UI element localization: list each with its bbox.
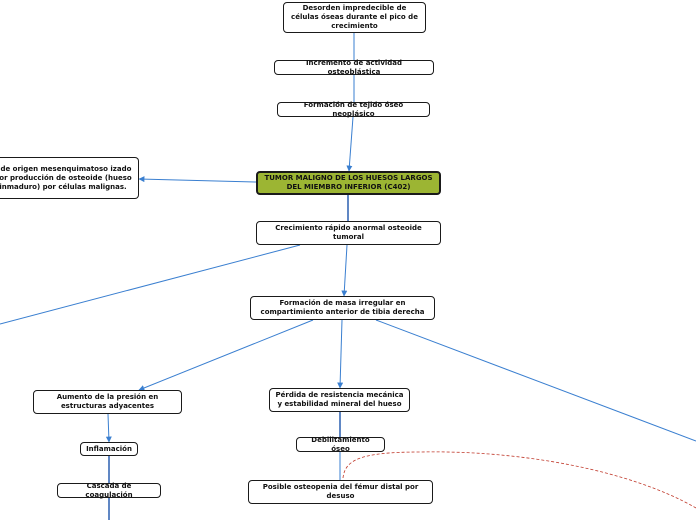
node-label: TUMOR MALIGNO DE LOS HUESOS LARGOS DEL M… bbox=[264, 174, 433, 191]
node-osteoblastic-activity[interactable]: Incremento de actividad osteoblástica bbox=[274, 58, 434, 76]
connector-n6-n7 bbox=[105, 413, 112, 443]
connector-n5-n9 bbox=[337, 319, 344, 389]
node-mechanical-loss[interactable]: Pérdida de resistencia mecánica y estabi… bbox=[269, 388, 410, 412]
node-label: Inflamación bbox=[86, 444, 132, 453]
node-coagulation[interactable]: Cascada de coagulación bbox=[57, 481, 161, 499]
connector-n5-n6 bbox=[138, 319, 314, 391]
node-label: Aumento de la presión en estructuras ady… bbox=[56, 393, 159, 410]
node-osteopenia[interactable]: Posible osteopenia del fémur distal por … bbox=[248, 480, 433, 504]
node-central-tumor[interactable]: TUMOR MALIGNO DE LOS HUESOS LARGOS DEL M… bbox=[256, 171, 441, 195]
node-irregular-mass[interactable]: Formación de masa irregular en compartim… bbox=[250, 296, 435, 320]
node-neoplastic-tissue[interactable]: Formación de tejido óseo neoplásico bbox=[277, 100, 430, 118]
node-label: Posible osteopenia del fémur distal por … bbox=[262, 483, 419, 500]
node-definition[interactable]: r de origen mesenquimatoso izado por pro… bbox=[0, 157, 139, 199]
connector-n3-central bbox=[346, 116, 354, 172]
node-label: Formación de masa irregular en compartim… bbox=[260, 299, 425, 316]
connector-central-def bbox=[138, 176, 257, 183]
node-label: Desorden impredecible de células óseas d… bbox=[291, 4, 418, 30]
node-bone-weakening[interactable]: Debilitamiento óseo bbox=[296, 435, 385, 453]
node-bone-cell-disorder[interactable]: Desorden impredecible de células óseas d… bbox=[283, 2, 426, 33]
node-label: Crecimiento rápido anormal osteoide tumo… bbox=[275, 224, 422, 241]
dashed-connector-n10-right bbox=[342, 451, 696, 509]
node-label: r de origen mesenquimatoso izado por pro… bbox=[0, 164, 132, 191]
connector-n4-left-offpage bbox=[0, 244, 301, 325]
connector-n5-right-offpage bbox=[375, 319, 696, 442]
node-label: Pérdida de resistencia mecánica y estabi… bbox=[275, 391, 404, 408]
node-inflammation[interactable]: Inflamación bbox=[80, 442, 138, 456]
connector-n4-n5 bbox=[341, 244, 348, 297]
node-label: Debilitamiento óseo bbox=[311, 435, 370, 453]
node-rapid-growth[interactable]: Crecimiento rápido anormal osteoide tumo… bbox=[256, 221, 441, 245]
node-label: Incremento de actividad osteoblástica bbox=[305, 58, 403, 76]
node-pressure-increase[interactable]: Aumento de la presión en estructuras ady… bbox=[33, 390, 182, 414]
node-label: Formación de tejido óseo neoplásico bbox=[303, 100, 404, 118]
node-label: Cascada de coagulación bbox=[85, 481, 133, 499]
